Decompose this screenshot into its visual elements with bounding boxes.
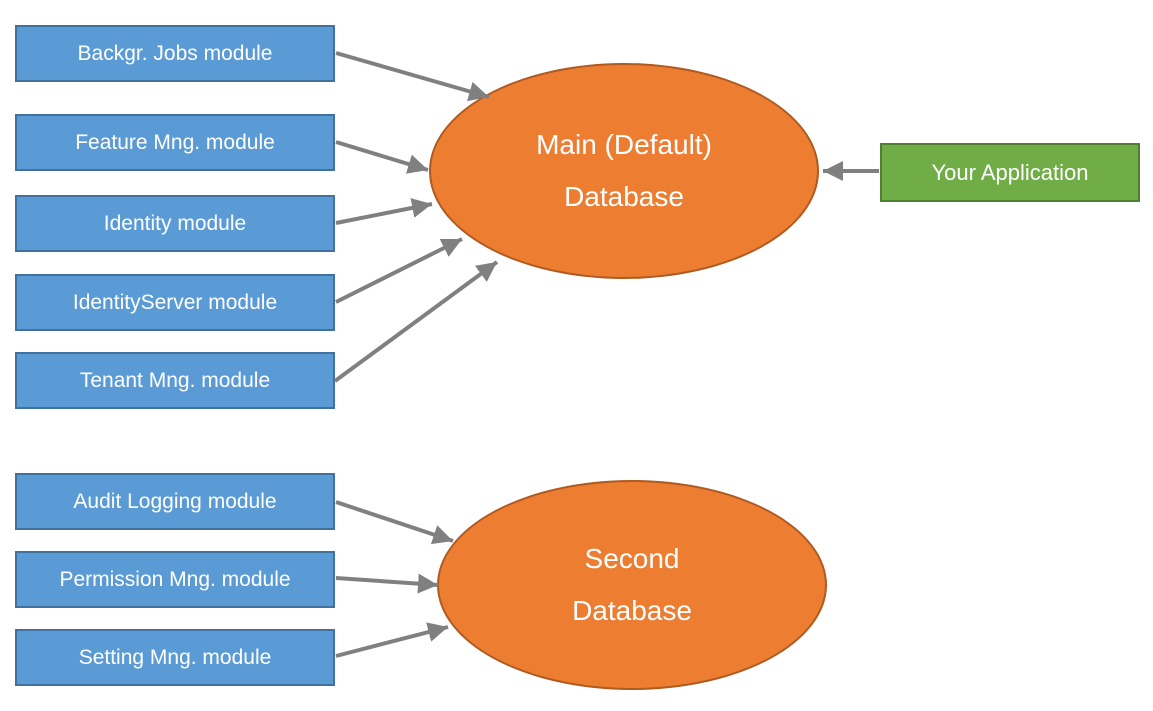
- node-your-application: Your Application: [880, 143, 1140, 202]
- node-main-database: Main (Default) Database: [429, 63, 819, 279]
- node-label: Audit Logging module: [73, 489, 277, 513]
- node-tenant-mng-module: Tenant Mng. module: [15, 352, 335, 409]
- arrow-feature-mng-to-main-database: [335, 140, 429, 174]
- node-label: Your Application: [931, 159, 1089, 185]
- arrow-setting-mng-to-second-database: [335, 622, 449, 658]
- node-identity-module: Identity module: [15, 195, 335, 252]
- node-label: Setting Mng. module: [78, 645, 272, 669]
- node-audit-logging-module: Audit Logging module: [15, 473, 335, 530]
- node-label: Feature Mng. module: [75, 130, 275, 154]
- node-backgr-jobs-module: Backgr. Jobs module: [15, 25, 335, 82]
- arrow-identityserver-to-main-database: [335, 237, 463, 304]
- arrow-audit-logging-to-second-database: [335, 500, 454, 545]
- node-label: IdentityServer module: [72, 290, 278, 314]
- node-label: Second Database: [572, 543, 692, 626]
- node-feature-mng-module: Feature Mng. module: [15, 114, 335, 171]
- node-label: Identity module: [103, 211, 247, 235]
- node-label: Permission Mng. module: [59, 567, 291, 591]
- node-permission-mng-module: Permission Mng. module: [15, 551, 335, 608]
- node-identityserver-module: IdentityServer module: [15, 274, 335, 331]
- arrow-permission-mng-to-second-database: [335, 573, 439, 594]
- node-label: Main (Default) Database: [536, 129, 712, 212]
- arrow-tenant-mng-to-main-database: [333, 260, 499, 383]
- node-label: Tenant Mng. module: [79, 368, 271, 392]
- arrow-identity-to-main-database: [335, 198, 433, 225]
- node-setting-mng-module: Setting Mng. module: [15, 629, 335, 686]
- node-second-database: Second Database: [437, 480, 827, 690]
- arrow-backgr-jobs-to-main-database: [335, 51, 490, 102]
- node-label: Backgr. Jobs module: [77, 41, 273, 65]
